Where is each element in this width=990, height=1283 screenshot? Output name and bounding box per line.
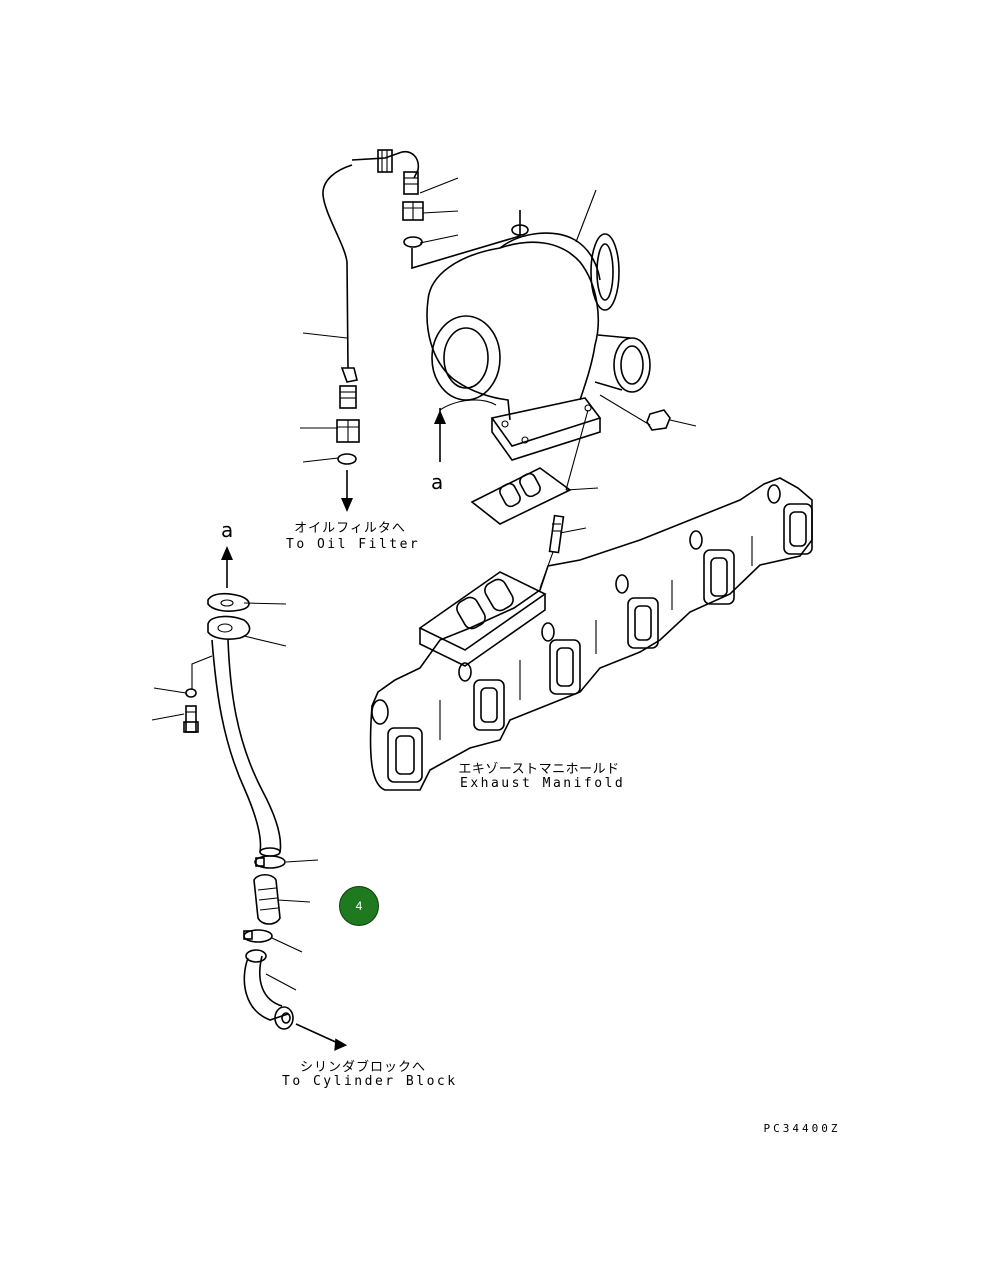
oil-filter-label-en: To Oil Filter: [286, 537, 421, 552]
cylinder-label-en: To Cylinder Block: [282, 1074, 458, 1089]
ref-mark-a-left: a: [221, 518, 234, 542]
exhaust-manifold: [369, 477, 813, 791]
manifold-label-en: Exhaust Manifold: [460, 776, 626, 791]
banjo-bolt-top: [402, 201, 521, 270]
cylinder-label-jp: シリンダブロックへ: [299, 1060, 426, 1075]
drain-pipe-assembly: [151, 546, 348, 1051]
leaders-oil-line: [300, 177, 459, 463]
part-callout-4[interactable]: 4: [339, 886, 379, 926]
oil-line-lower-fitting: [336, 367, 360, 512]
turbocharger: [426, 189, 651, 462]
turbo-gasket: [470, 409, 599, 525]
callout-number: 4: [355, 899, 363, 913]
oil-supply-line: [322, 149, 420, 369]
flange-nut: [599, 394, 697, 431]
oil-filter-label-jp: オイルフィルタへ: [294, 521, 406, 536]
drawing-code: PC34400Z: [763, 1122, 841, 1135]
stud-bolt: [539, 514, 587, 589]
ref-mark-a-top: a: [431, 470, 444, 494]
manifold-label-jp: エキゾーストマニホールド: [458, 762, 620, 777]
